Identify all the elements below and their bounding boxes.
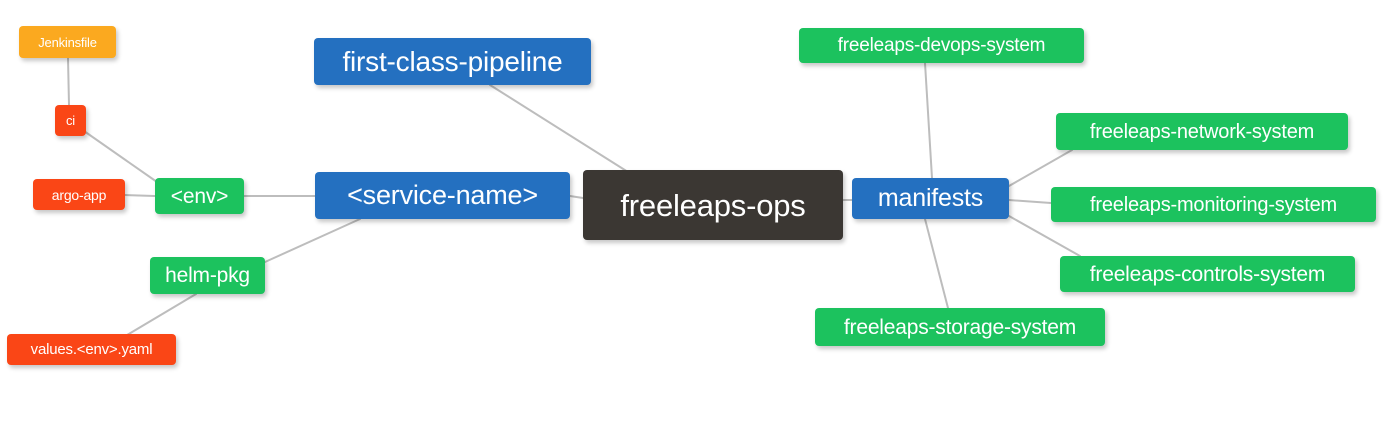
node-ci[interactable]: ci	[55, 105, 86, 136]
edge-ci-to-env	[83, 130, 158, 183]
node-manifests[interactable]: manifests	[852, 178, 1009, 219]
node-label-manifests: manifests	[877, 184, 984, 212]
edge-freeleaps-devops-system-to-manifests	[924, 62, 933, 179]
node-service-name[interactable]: <service-name>	[315, 172, 570, 219]
node-helm-pkg[interactable]: helm-pkg	[150, 257, 265, 294]
node-label-env: <env>	[170, 184, 229, 208]
node-argo-app[interactable]: argo-app	[33, 179, 125, 210]
node-freeleaps-controls-system[interactable]: freeleaps-controls-system	[1060, 256, 1355, 292]
node-label-values-env-yaml: values.<env>.yaml	[30, 341, 153, 358]
node-freeleaps-monitoring-system[interactable]: freeleaps-monitoring-system	[1051, 187, 1376, 222]
edge-freeleaps-controls-system-to-manifests	[1008, 215, 1081, 257]
node-first-class-pipeline[interactable]: first-class-pipeline	[314, 38, 591, 85]
node-label-freeleaps-ops: freeleaps-ops	[620, 187, 806, 223]
edge-argo-app-to-env	[124, 194, 156, 197]
node-label-freeleaps-monitoring-system: freeleaps-monitoring-system	[1090, 193, 1337, 216]
node-freeleaps-storage-system[interactable]: freeleaps-storage-system	[815, 308, 1105, 346]
edge-freeleaps-storage-system-to-manifests	[924, 218, 949, 309]
edge-freeleaps-network-system-to-manifests	[1008, 149, 1073, 187]
node-values-env-yaml[interactable]: values.<env>.yaml	[7, 334, 176, 365]
node-label-service-name: <service-name>	[347, 180, 538, 210]
edge-service-name-to-helm-pkg	[264, 218, 361, 263]
node-label-helm-pkg: helm-pkg	[165, 264, 250, 287]
edge-freeleaps-monitoring-system-to-manifests	[1008, 199, 1052, 204]
edge-jenkinsfile-to-ci	[67, 57, 70, 106]
node-label-jenkinsfile: Jenkinsfile	[38, 34, 97, 50]
edge-first-class-pipeline-to-freeleaps-ops	[489, 84, 629, 173]
node-label-freeleaps-devops-system: freeleaps-devops-system	[837, 35, 1046, 56]
node-env[interactable]: <env>	[155, 178, 244, 214]
edge-helm-pkg-to-values-env-yaml	[121, 293, 197, 339]
node-label-freeleaps-controls-system: freeleaps-controls-system	[1089, 262, 1326, 286]
node-freeleaps-devops-system[interactable]: freeleaps-devops-system	[799, 28, 1084, 63]
node-jenkinsfile[interactable]: Jenkinsfile	[19, 26, 116, 58]
node-label-freeleaps-network-system: freeleaps-network-system	[1089, 120, 1315, 143]
node-label-first-class-pipeline: first-class-pipeline	[342, 45, 563, 77]
node-label-argo-app: argo-app	[51, 186, 107, 203]
node-freeleaps-ops[interactable]: freeleaps-ops	[583, 170, 843, 240]
node-label-freeleaps-storage-system: freeleaps-storage-system	[843, 315, 1077, 339]
node-freeleaps-network-system[interactable]: freeleaps-network-system	[1056, 113, 1348, 150]
edge-service-name-to-freeleaps-ops	[569, 195, 584, 199]
node-label-ci: ci	[66, 113, 75, 128]
